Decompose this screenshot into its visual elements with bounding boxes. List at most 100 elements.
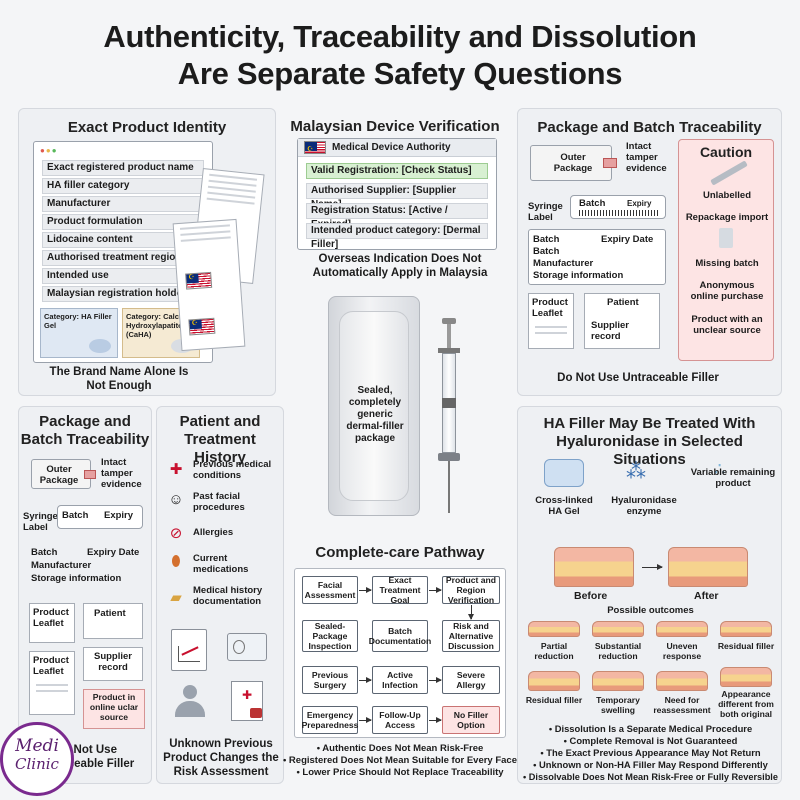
status-row: Registration Status: [Active / Expired] bbox=[306, 203, 488, 230]
verification-caption: Overseas Indication Does Not Automatical… bbox=[312, 253, 488, 279]
outcome-thumb bbox=[592, 621, 644, 637]
valid-registration-row: Valid Registration: [Check Status] bbox=[306, 163, 488, 179]
face-icon: ☺ bbox=[168, 490, 184, 508]
medical-kit-icon: ✚ bbox=[169, 461, 183, 478]
panel-device-verification: Malaysian Device Verification Medical De… bbox=[285, 108, 505, 288]
flow-step: Facial Assessment bbox=[302, 576, 358, 604]
after-tissue bbox=[668, 547, 748, 587]
outcome-thumb bbox=[656, 671, 708, 691]
outer-package: Outer Package bbox=[530, 145, 617, 181]
ha-bullet: • Complete Removal is Not Guaranteed bbox=[563, 735, 738, 746]
patient-avatar-icon bbox=[171, 685, 211, 725]
flow-step-no-filler: No Filler Option bbox=[442, 706, 500, 734]
before-after-arrow bbox=[642, 564, 663, 570]
pathway-bullet: • Registered Does Not Mean Suitable for … bbox=[282, 755, 518, 766]
enzyme-icon: ⁂ bbox=[626, 461, 646, 483]
outcome-thumb bbox=[720, 621, 772, 637]
panel-title: Patient and Treatment History bbox=[179, 413, 261, 466]
panel-trace-bottom: Package and Batch Traceability Outer Pac… bbox=[18, 406, 152, 784]
flow-step: Exact Treatment Goal bbox=[372, 575, 428, 605]
ha-bullet: • Dissolvable Does Not Mean Risk-Free or… bbox=[523, 772, 778, 782]
package-label: Sealed, completely generic dermal-filler… bbox=[346, 385, 404, 444]
identity-row: HA filler category bbox=[42, 178, 204, 194]
ha-bullet: • The Exact Previous Appearance May Not … bbox=[540, 747, 761, 758]
syringe-icon bbox=[710, 160, 748, 186]
caution-box: Caution Unlabelled Repackage import Miss… bbox=[678, 139, 774, 361]
syringe-icon bbox=[438, 318, 460, 518]
ha-bullet: • Dissolution Is a Separate Medical Proc… bbox=[548, 723, 753, 734]
clipboard-chart-icon bbox=[171, 629, 207, 671]
flow-step: Active Infection bbox=[372, 666, 428, 694]
ha-bullet: • Unknown or Non-HA Filler May Respond D… bbox=[533, 759, 768, 770]
outcome-thumb bbox=[720, 667, 772, 687]
tamper-seal bbox=[603, 158, 617, 168]
supplier-row: Authorised Supplier: [Supplier Name] bbox=[306, 183, 488, 210]
panel-title: Package and Batch Traceability bbox=[537, 119, 762, 136]
flow-step: Product and Region Verification bbox=[442, 575, 500, 605]
malaysia-flag-icon bbox=[185, 271, 213, 290]
folder-icon: ▰ bbox=[170, 589, 182, 606]
flow-step: Follow-Up Access bbox=[372, 706, 428, 734]
no-allergy-icon: ⊘ bbox=[169, 525, 183, 542]
category-card-ha: Category: HA Filler Gel bbox=[40, 308, 118, 358]
id-card-icon bbox=[227, 633, 267, 661]
panel-patient-history: Patient and Treatment History ✚ Previous… bbox=[156, 406, 284, 784]
syringe-barrel: Batch Expiry bbox=[57, 505, 143, 529]
syringe-label-text: Syringe Label bbox=[528, 201, 563, 223]
panel-title: Malaysian Device Verification bbox=[290, 118, 500, 135]
flow-step: Emergency Preparedness bbox=[302, 706, 358, 734]
identity-row: Lidocaine content bbox=[42, 232, 204, 248]
syringe-barrel: Batch Expiry bbox=[570, 195, 666, 219]
vial-icon bbox=[719, 228, 733, 248]
flow-arrow bbox=[359, 587, 372, 593]
flow-arrow bbox=[429, 587, 442, 593]
flow-arrow bbox=[429, 677, 442, 683]
identity-row: Authorised treatment region bbox=[42, 250, 204, 266]
malaysia-flag-icon bbox=[188, 317, 216, 336]
pathway-bullet: • Lower Price Should Not Replace Traceab… bbox=[296, 767, 504, 778]
identity-row: Exact registered product name bbox=[42, 160, 204, 176]
panel-care-pathway: Complete-care Pathway Facial Assessment … bbox=[283, 540, 517, 780]
product-leaflet: Product Leaflet bbox=[528, 293, 574, 349]
tamper-label: Intact tamper evidence bbox=[626, 141, 667, 174]
outcome-thumb bbox=[528, 621, 580, 637]
window-dots: ●●● bbox=[40, 146, 58, 155]
flow-step: Batch Documentation bbox=[369, 620, 431, 652]
tamper-seal bbox=[84, 470, 96, 479]
verification-window: Medical Device Authority Valid Registrat… bbox=[297, 138, 497, 250]
outer-package: Outer Package bbox=[31, 459, 96, 489]
panel-title: HA Filler May Be Treated With Hyaluronid… bbox=[543, 415, 756, 468]
sealed-package: Sealed, completely generic dermal-filler… bbox=[328, 296, 420, 516]
product-leaflet: Product Leaflet bbox=[29, 651, 75, 715]
panel-title: Complete-care Pathway bbox=[315, 544, 485, 561]
verification-header: Medical Device Authority bbox=[298, 139, 496, 159]
outcome-thumb bbox=[592, 671, 644, 691]
panel-product-identity: Exact Product Identity ●●● Exact registe… bbox=[18, 108, 276, 396]
identity-window: ●●● Exact registered product name HA fil… bbox=[33, 141, 213, 363]
flow-step: Previous Surgery bbox=[302, 666, 358, 694]
registration-document bbox=[172, 218, 246, 352]
patient-record: Patient bbox=[83, 603, 143, 639]
flow-arrow bbox=[468, 605, 474, 620]
document-stamp-icon: ✚ bbox=[231, 681, 263, 721]
category-row: Intended product category: [Dermal Fille… bbox=[306, 223, 488, 250]
flow-step: Severe Allergy bbox=[442, 666, 500, 694]
panel-title: Exact Product Identity bbox=[67, 119, 227, 136]
flow-arrow bbox=[359, 677, 372, 683]
trace-caption: Do Not Use Untraceable Filler bbox=[557, 372, 719, 384]
history-caption: Unknown Previous Product Changes the Ris… bbox=[163, 738, 279, 778]
patient-supplier-record: Patient Supplier record bbox=[584, 293, 660, 349]
page-title: Authenticity, Traceability and Dissoluti… bbox=[103, 19, 697, 91]
barcode bbox=[579, 210, 659, 216]
syringe-label-text: Syringe Label bbox=[23, 511, 58, 533]
panel-title: Package and Batch Traceability bbox=[20, 413, 150, 448]
malaysia-flag-icon bbox=[304, 141, 326, 159]
flow-step: Sealed-Package Inspection bbox=[302, 620, 358, 652]
medication-icon: ⬮ bbox=[171, 552, 181, 570]
panel-trace-top: Package and Batch Traceability Outer Pac… bbox=[517, 108, 782, 396]
flow-step: Risk and Alternative Discussion bbox=[442, 620, 500, 652]
identity-caption: The Brand Name Alone Is Not Enough bbox=[49, 366, 189, 392]
supplier-record: Supplier record bbox=[83, 647, 143, 681]
ha-gel-icon bbox=[544, 459, 584, 487]
flow-arrow bbox=[429, 717, 442, 723]
